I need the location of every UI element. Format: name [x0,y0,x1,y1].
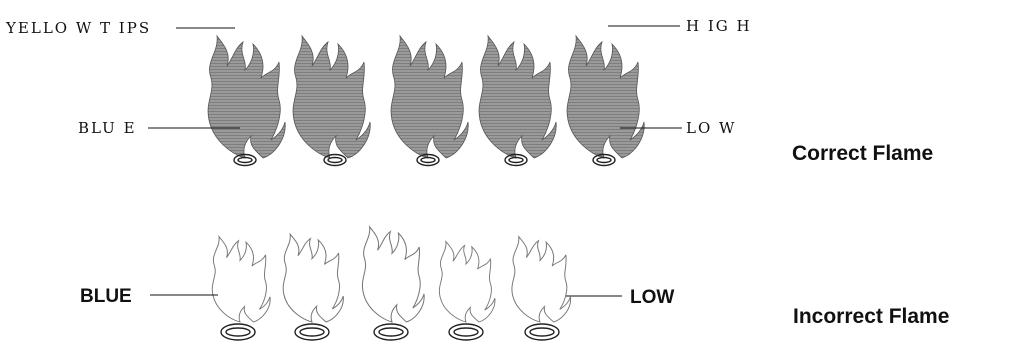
burner-port-inner [420,156,436,164]
burner-port-inner [299,327,325,337]
incorrect-flame-4 [438,241,496,323]
yellow-tips-label: YELLO W T IPS [5,19,151,37]
incorrect-flame-2 [282,233,344,323]
burner-port-inner [508,156,524,164]
burner-port [448,323,484,341]
incorrect-burner-ports [220,323,560,341]
burner-port [592,153,616,167]
burner-port-inner [529,327,555,337]
burner-port-inner [378,327,404,337]
burner-port-inner [453,327,479,337]
burner-port [220,323,256,341]
correct-flame-1 [207,35,286,159]
burner-port [373,323,409,341]
burner-port-inner [596,156,612,164]
incorrect-flame-5 [511,236,572,323]
correct-flame-2 [292,35,371,159]
correct-flame-3 [390,35,469,159]
incorrect-flame-group: BLUE LOW Incorrect Flame [80,226,949,341]
burner-port [524,323,560,341]
high-label: H IG H [686,17,752,35]
burner-port-inner [237,156,253,164]
incorrect-flame-3 [361,226,425,323]
burner-port [294,323,330,341]
blue-label: BLU E [78,119,137,137]
burner-port-inner [327,156,343,164]
incorrect-flame-title: Incorrect Flame [793,305,949,328]
burner-port [233,153,257,167]
correct-flame-group: YELLO W T IPS H IG H BLU E LO W Correct … [5,17,933,167]
correct-burner-ports [233,153,616,167]
burner-port [504,153,528,167]
correct-flames [207,35,645,159]
burner-port [323,153,347,167]
incorrect-blue-label: BLUE [80,286,132,307]
incorrect-flames [211,226,572,323]
incorrect-low-label: LOW [630,287,674,308]
burner-port [416,153,440,167]
correct-flame-title: Correct Flame [792,142,933,165]
burner-port-inner [225,327,251,337]
correct-leader-lines [148,25,682,129]
incorrect-leader-lines [150,294,622,297]
low-label: LO W [686,119,736,137]
correct-flame-5 [566,35,645,159]
incorrect-flame-1 [211,236,271,323]
correct-flame-4 [478,35,557,159]
